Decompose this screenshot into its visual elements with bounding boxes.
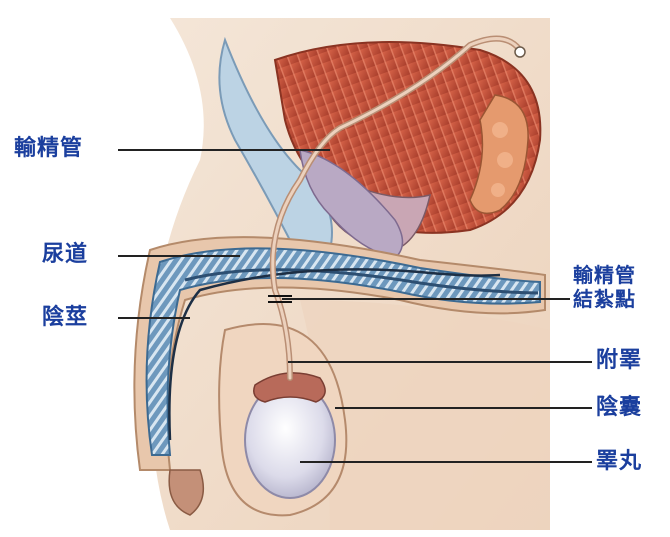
label-testis: 睪丸 — [596, 449, 642, 475]
label-vasectomy-line2: 結紮點 — [573, 288, 636, 310]
label-urethra: 尿道 — [42, 242, 88, 268]
label-penis: 陰莖 — [42, 305, 88, 331]
testis-group — [245, 373, 335, 498]
label-vasectomy-line1: 輸精管 — [573, 264, 636, 286]
vas-deferens-end — [515, 47, 525, 57]
label-epididymis: 附睪 — [596, 348, 642, 374]
label-vas-deferens: 輸精管 — [14, 136, 83, 162]
label-scrotum: 陰囊 — [596, 395, 642, 421]
